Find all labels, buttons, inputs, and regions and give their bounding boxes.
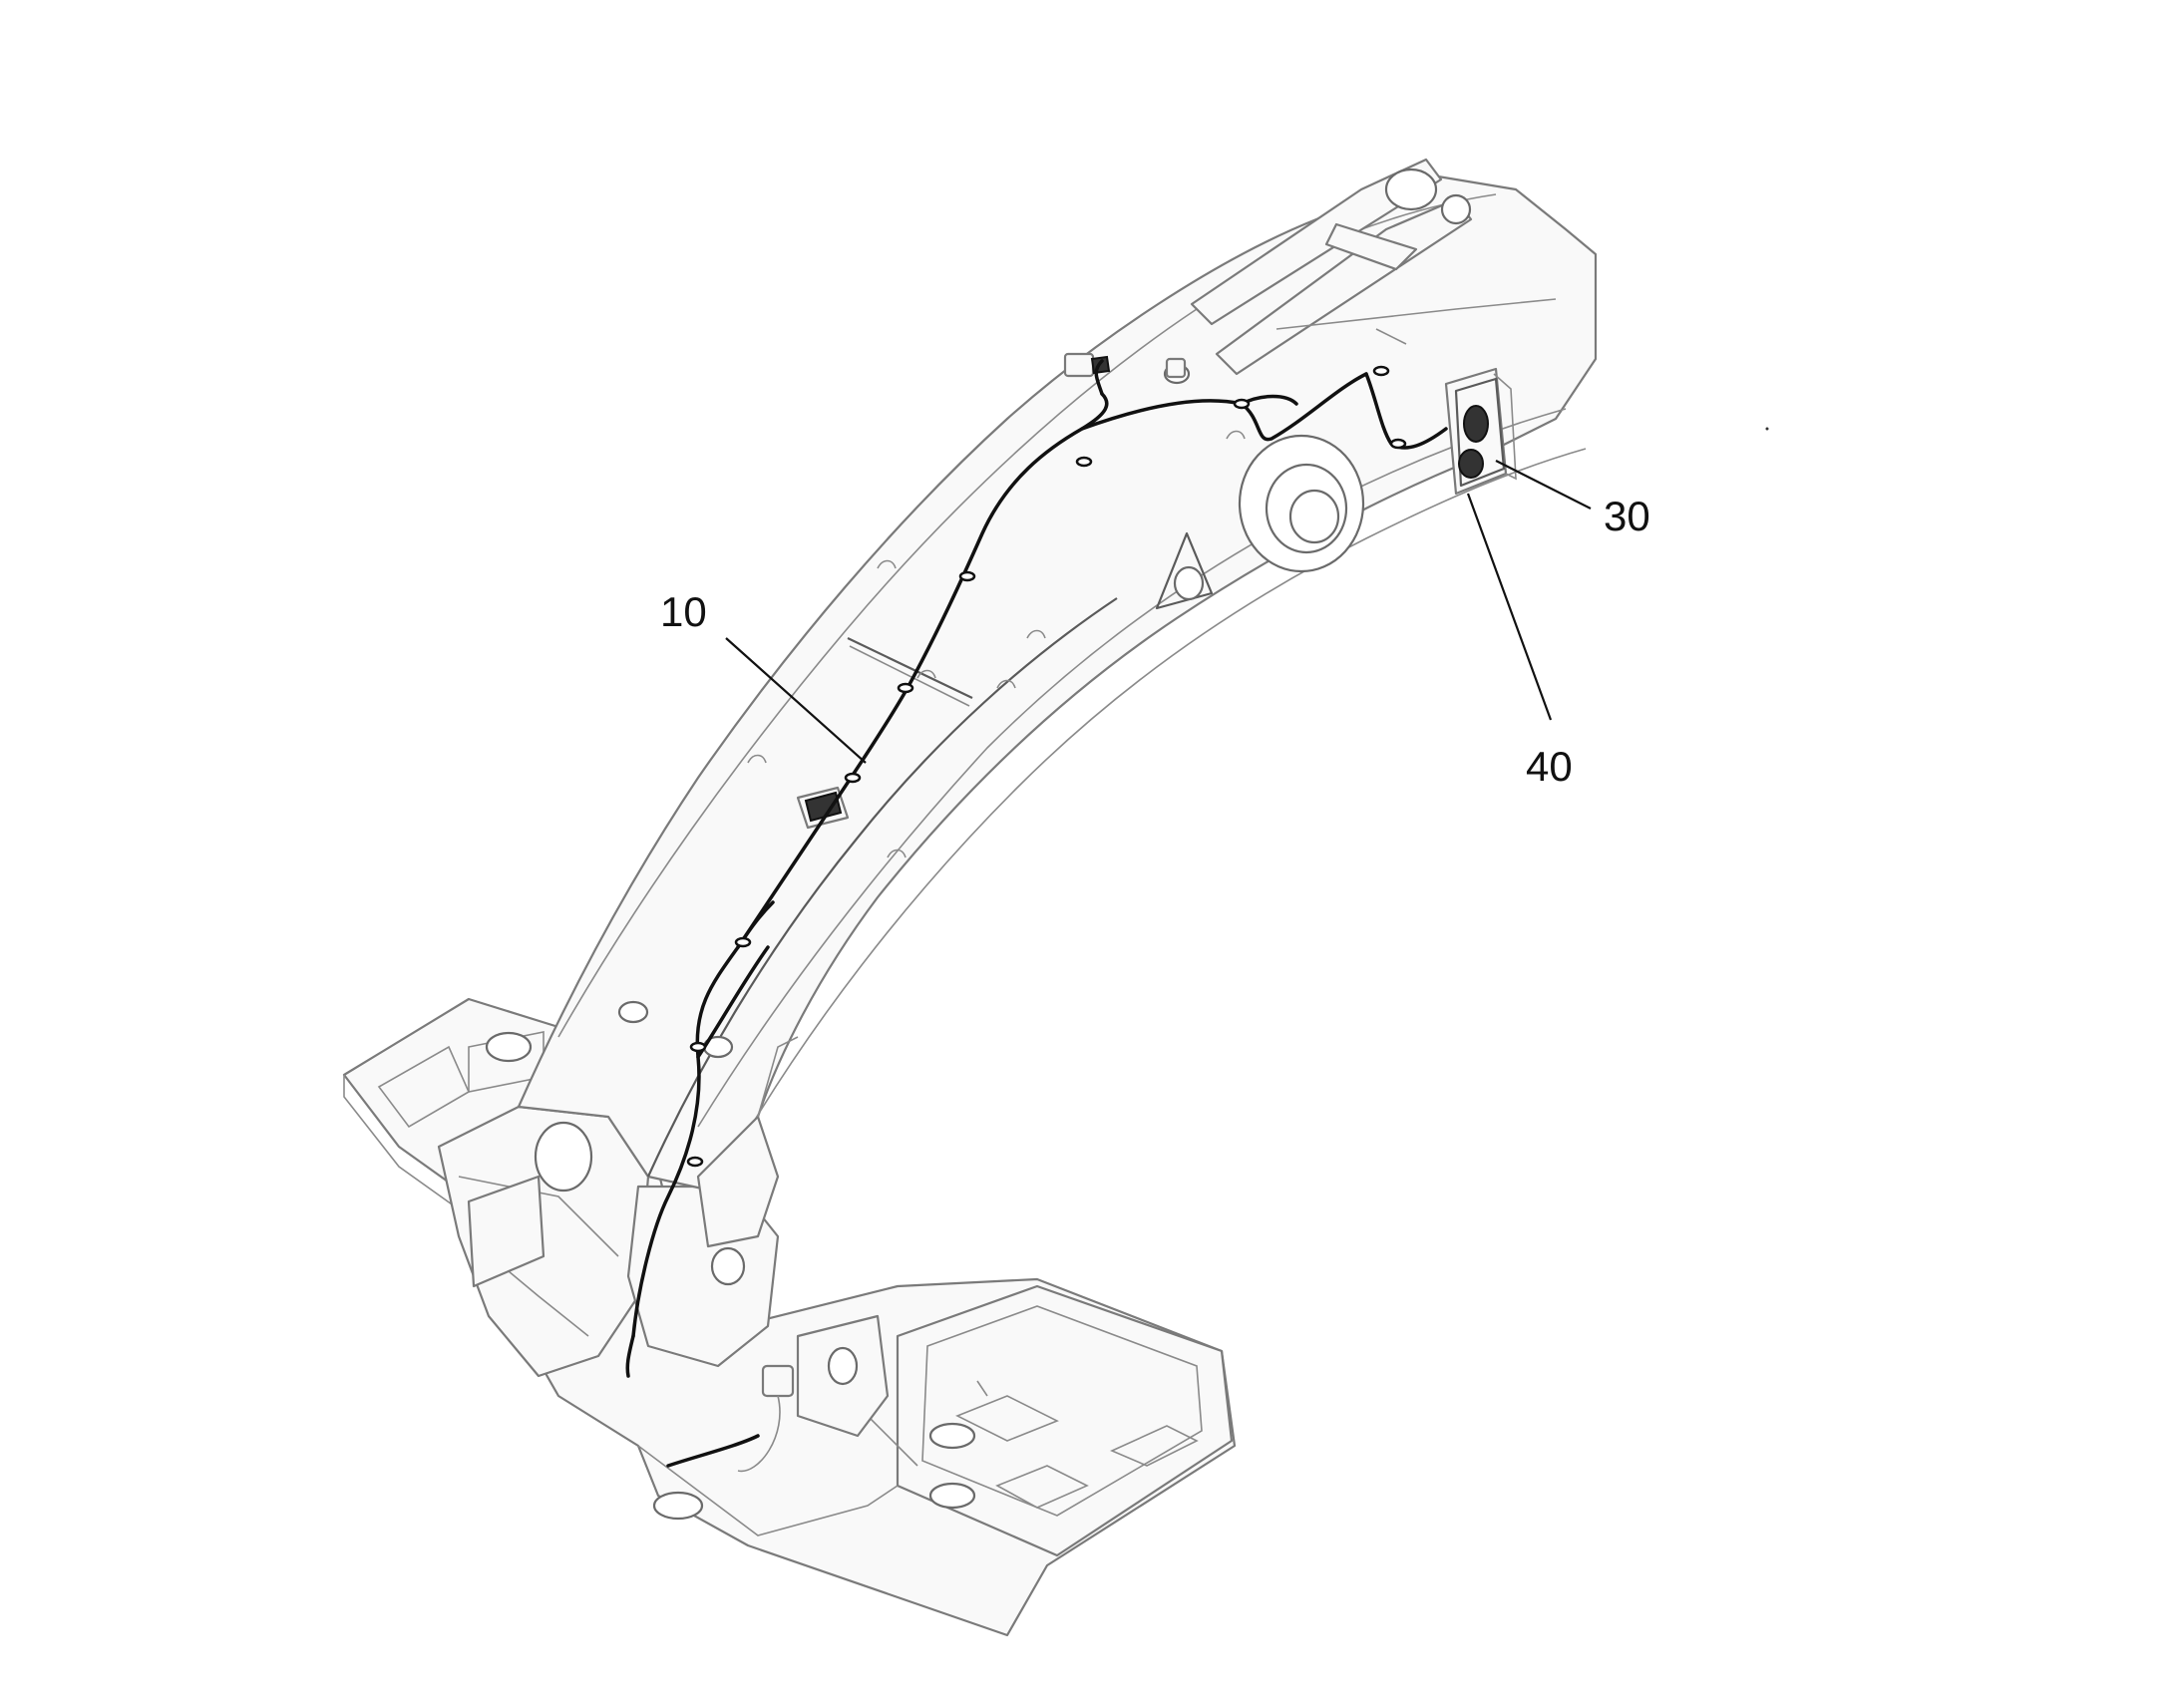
leader-10 (725, 637, 867, 764)
callout-label-10: 10 (660, 588, 707, 635)
mid-connector (796, 786, 850, 830)
junction-box (1444, 367, 1517, 496)
boom-foot (437, 1105, 890, 1473)
stray-dot (1765, 427, 1769, 431)
leader-lines (725, 460, 1592, 764)
wire-harness (625, 359, 1448, 1468)
callout-label-30: 30 (1604, 493, 1650, 539)
boom-main (517, 158, 1598, 1248)
callout-label-40: 40 (1526, 743, 1573, 790)
base-frame (342, 997, 1237, 1637)
top-connector (1063, 352, 1111, 378)
leader-40 (1466, 493, 1553, 721)
leader-30 (1495, 460, 1592, 510)
